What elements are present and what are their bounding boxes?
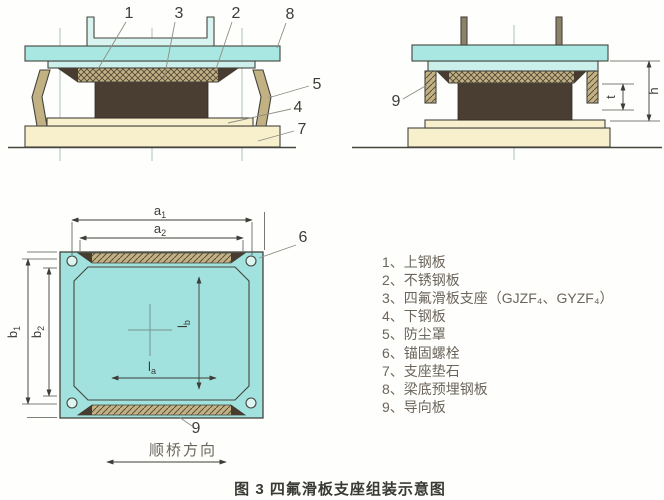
side-bearing-body — [457, 82, 573, 121]
dim-b2: b2 — [29, 326, 46, 338]
guide-plate-strip-bottom — [76, 404, 247, 416]
legend-item-8: 8、梁底预埋钢板 — [382, 381, 488, 397]
figure-caption: 图 3 四氟滑板支座组装示意图 — [234, 480, 446, 498]
guide-plate-strip-top — [76, 252, 247, 264]
plan-plate — [59, 251, 264, 419]
bridge-direction-label: 顺桥方向 — [149, 442, 217, 459]
callout-dust-cover: 5 — [313, 76, 322, 93]
legend-item-1: 1、上钢板 — [382, 254, 446, 270]
guide-plate-left — [424, 70, 437, 104]
dim-b1: b1 — [5, 326, 22, 338]
side-lower-steel-plate — [424, 119, 606, 129]
embedded-steel-plate — [24, 45, 281, 62]
beam-channel — [86, 16, 215, 47]
legend-item-9: 9、导向板 — [382, 399, 446, 415]
dim-a2: a2 — [154, 221, 166, 238]
side-upper-steel-plate — [427, 60, 599, 72]
side-dimensions: t h — [602, 60, 661, 122]
front-leader-lines — [97, 21, 310, 142]
bolt-holes — [66, 255, 257, 409]
anchor-bolt-left — [460, 16, 468, 46]
dim-a1: a1 — [154, 203, 166, 220]
bolt-hole — [245, 255, 257, 267]
upper-steel-plate — [47, 60, 256, 69]
callout-pedestal: 7 — [298, 121, 307, 138]
legend: 1、上钢板 2、不锈钢板 3、四氟滑板支座（GJZF₄、GYZF₄） 4、下钢板… — [382, 254, 614, 415]
bearing-body — [94, 81, 209, 119]
plan-leader-guide-plate — [178, 416, 193, 427]
dim-lb: lb — [175, 320, 192, 328]
dim-la: la — [148, 359, 156, 376]
bolt-hole — [66, 255, 78, 267]
plan-inner-outline — [73, 266, 250, 401]
bolt-hole — [245, 397, 257, 409]
callout-upper-plate: 1 — [125, 5, 134, 22]
legend-item-3: 3、四氟滑板支座（GJZF₄、GYZF₄） — [382, 290, 614, 306]
legend-item-6: 6、锚固螺栓 — [382, 345, 460, 361]
plan-dimension-lines — [25, 217, 253, 405]
side-embedded-steel-plate — [411, 44, 609, 62]
pedestal-block — [24, 125, 281, 148]
callout-plan-guide-plate: 9 — [192, 420, 201, 437]
bolt-hole — [66, 397, 78, 409]
guide-plate-right — [586, 70, 599, 104]
callout-stainless-plate: 2 — [232, 5, 241, 22]
lower-steel-plate — [46, 117, 254, 127]
callout-anchor-bolt: 6 — [299, 229, 308, 246]
side-ptfe-sliding-layer — [435, 70, 588, 84]
side-section-view: 9 t h — [352, 16, 662, 160]
center-cross — [128, 304, 172, 356]
plan-view: a1 a2 b1 b2 lb la 6 9 顺桥方向 — [5, 203, 308, 465]
callout-guide-plate: 9 — [392, 93, 401, 110]
anchor-bolt-right — [555, 16, 563, 46]
callout-lower-plate: 4 — [294, 99, 303, 116]
dust-cover-left — [31, 69, 51, 127]
dim-t: t — [603, 95, 618, 99]
side-pedestal-block — [407, 127, 611, 148]
front-section-view: 1 3 2 8 5 4 7 — [8, 5, 322, 161]
ptfe-sliding-layer — [56, 67, 240, 83]
side-leader-guide-plate — [402, 84, 428, 100]
legend-item-7: 7、支座垫石 — [382, 363, 460, 379]
legend-item-4: 4、下钢板 — [382, 308, 446, 324]
dim-h: h — [646, 87, 661, 94]
callout-ptfe-bearing: 3 — [175, 5, 184, 22]
callout-embedded-plate: 8 — [286, 6, 295, 23]
legend-item-2: 2、不锈钢板 — [382, 272, 460, 288]
legend-item-5: 5、防尘罩 — [382, 326, 446, 342]
plan-leader-anchor-bolt — [258, 244, 297, 259]
